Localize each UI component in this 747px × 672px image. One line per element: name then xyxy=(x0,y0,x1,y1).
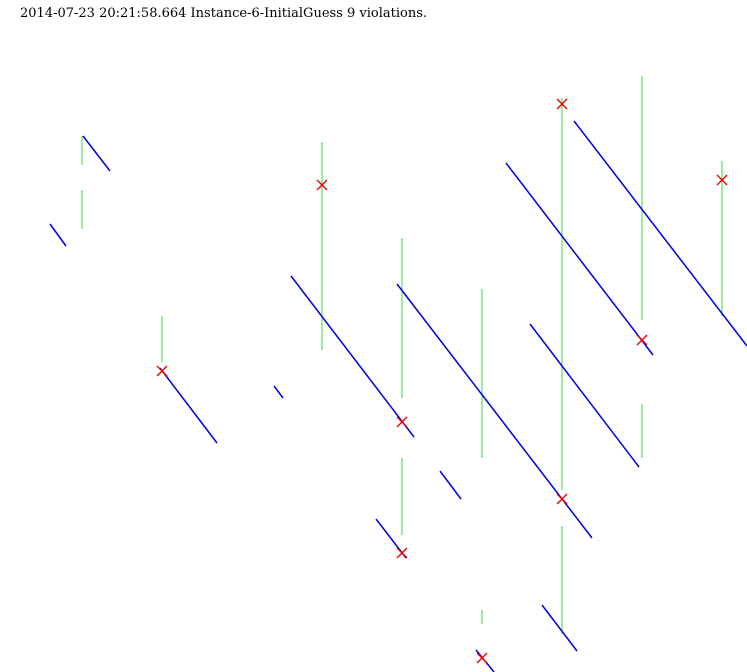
violation-marker-icon xyxy=(156,365,168,377)
blue-segment xyxy=(49,223,67,247)
violation-marker-icon xyxy=(396,416,408,428)
violation-markers xyxy=(156,98,728,664)
violation-marker-icon xyxy=(476,652,488,664)
blue-segment xyxy=(541,604,578,652)
violation-marker-icon xyxy=(716,174,728,186)
violation-marker-icon xyxy=(556,98,568,110)
blue-segment xyxy=(290,275,415,438)
blue-segment xyxy=(159,367,218,444)
violation-marker-icon xyxy=(316,179,328,191)
violation-marker-icon xyxy=(396,547,408,559)
blue-segment xyxy=(439,470,462,500)
blue-segment xyxy=(273,385,284,399)
green-segments xyxy=(81,76,723,634)
blue-segments xyxy=(49,120,747,672)
blue-segment xyxy=(82,135,111,172)
blue-segment xyxy=(529,323,640,468)
blue-segment xyxy=(573,120,747,347)
blue-segment xyxy=(505,162,654,356)
violation-marker-icon xyxy=(556,493,568,505)
diagram-title: 2014-07-23 20:21:58.664 Instance-6-Initi… xyxy=(20,6,428,21)
violation-marker-icon xyxy=(636,334,648,346)
